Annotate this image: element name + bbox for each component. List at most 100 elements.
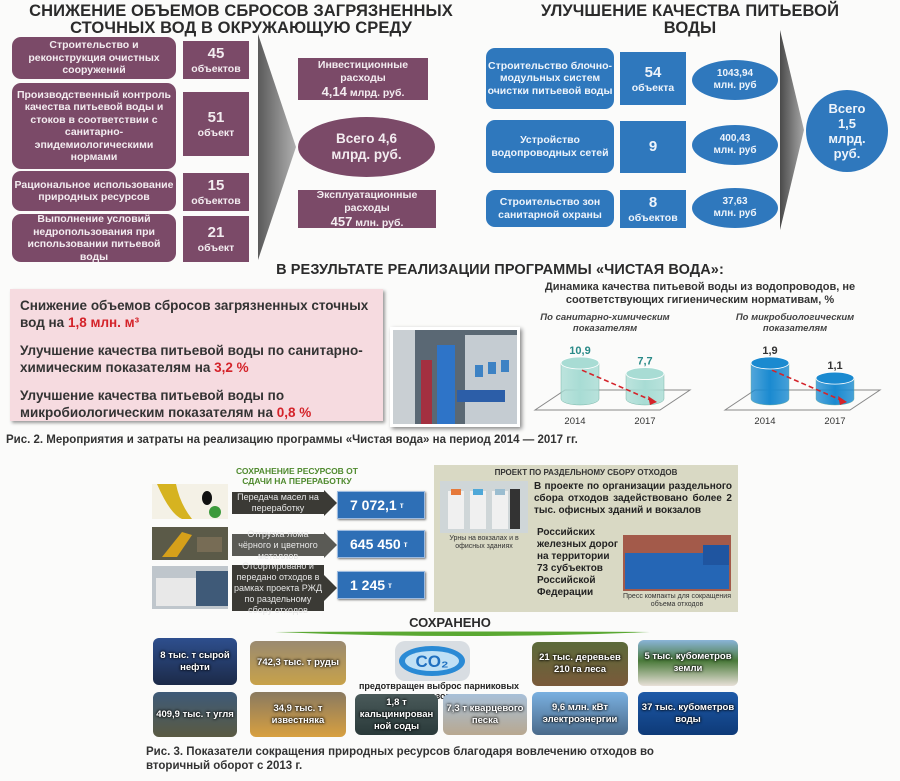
savings-arrow: Отгрузка лома чёрного и цветного металло…: [232, 529, 337, 561]
result-item: Улучшение качества питьевой воды по сани…: [20, 342, 373, 376]
total-line: руб.: [833, 146, 861, 161]
chart-floor: [533, 389, 692, 411]
result-value: 0,8 %: [276, 405, 312, 420]
waste-container-photo: [152, 566, 228, 609]
co2-text: предотвращен выброс парниковых газов: [358, 681, 520, 701]
chart-title: Динамика качества питьевой воды из водоп…: [544, 281, 856, 306]
saved-tile: 37 тыс. кубометров воды: [638, 692, 738, 735]
cost-value: 1043,94: [716, 68, 754, 79]
scrap-metal-photo: [152, 527, 228, 560]
unit: т: [388, 580, 392, 590]
trend-arrow-head-icon: [838, 396, 847, 405]
investment-unit: млрд. руб.: [349, 86, 405, 99]
chart-subtitle: По микробиологическим показателям: [735, 312, 855, 334]
trend-arrow: [771, 369, 844, 402]
chart-cylinder: [625, 373, 665, 406]
result-text: Улучшение качества питьевой воды по сани…: [20, 343, 363, 375]
saved-tile: 5 тыс. кубометров земли: [638, 640, 738, 686]
savings-title: СОХРАНЕНИЕ РЕСУРСОВ ОТ СДАЧИ НА ПЕРЕРАБО…: [236, 466, 358, 486]
wastewater-item-label: Выполнение условий недропользования при …: [12, 213, 176, 263]
trend-arrow: [581, 369, 654, 402]
count-unit: объектов: [628, 212, 678, 224]
green-divider-icon: [275, 631, 650, 636]
water-quality-title: УЛУЧШЕНИЕ КАЧЕСТВА ПИТЬЕВОЙ ВОДЫ: [540, 2, 840, 37]
total-line: 1,5: [837, 116, 857, 131]
results-title: В РЕЗУЛЬТАТЕ РЕАЛИЗАЦИИ ПРОГРАММЫ «ЧИСТА…: [276, 262, 724, 278]
figure-3-caption: Рис. 3. Показатели сокращения природных …: [146, 746, 654, 772]
arrow-head-icon: [324, 490, 337, 516]
chart-category-label: 2017: [634, 416, 655, 427]
flow-arrow-icon: [780, 30, 804, 230]
saved-tile: 21 тыс. деревьев 210 га леса: [532, 642, 628, 686]
recycling-bins-photo: [440, 481, 528, 533]
total-line: млрд.: [828, 131, 866, 146]
operating-label: Эксплуатационные расходы: [316, 188, 418, 214]
bins-caption: Урны на вокзалах и в офисных зданиях: [449, 535, 519, 550]
saved-tile: 34,9 тыс. т известняка: [250, 692, 346, 737]
press-compactor-photo: [623, 535, 731, 591]
wastewater-item-label: Производственный контроль качества питье…: [12, 83, 176, 169]
count-unit: объект: [197, 127, 235, 139]
total-water-circle: Всего 1,5 млрд. руб.: [806, 90, 888, 172]
count-value: 8: [648, 194, 658, 211]
investment-label: Инвестиционные расходы: [317, 58, 409, 84]
cost-unit: млн. руб: [713, 145, 757, 156]
chart-cylinder-top: [560, 356, 600, 370]
saved-title: СОХРАНЕНО: [409, 615, 491, 630]
value: 1 245: [350, 577, 386, 593]
wastewater-title: СНИЖЕНИЕ ОБЪЕМОВ СБРОСОВ ЗАГРЯЗНЕННЫХ СТ…: [29, 2, 453, 37]
press-caption: Пресс компакты для сокращения объема отх…: [623, 593, 731, 608]
water-item-label: Строительство зон санитарной охраны: [486, 190, 614, 227]
chart-value-label: 1,9: [762, 345, 777, 357]
wastewater-item-label: Строительство и реконструкция очистных с…: [12, 37, 176, 79]
operating-expenses: Эксплуатационные расходы 457 млн. руб.: [298, 188, 436, 229]
result-value: 1,8 млн. м³: [67, 315, 140, 330]
count-value: 15: [207, 177, 225, 194]
chart-category-label: 2014: [564, 416, 585, 427]
oil-photo: [152, 484, 228, 519]
count-unit: объект: [197, 242, 235, 254]
savings-arrow: Передача масел на переработку: [232, 490, 337, 516]
chart-value-label: 1,1: [827, 360, 842, 372]
investment-value: 4,14: [321, 83, 347, 99]
total-line: Всего: [828, 101, 866, 116]
count-unit: объектов: [191, 63, 241, 75]
project-text: Российских железных дорог на территории …: [537, 527, 619, 598]
cost-value: 37,63: [722, 196, 748, 207]
saved-tile: 1,8 т кальцинирован ной соды: [355, 694, 438, 735]
result-item: Снижение объемов сбросов загрязненных ст…: [20, 297, 373, 331]
savings-arrow: Отсортировано и передано отходов в рамка…: [232, 560, 337, 615]
chart-value-label: 7,7: [637, 356, 652, 368]
water-item-label: Устройство водопроводных сетей: [486, 120, 614, 173]
project-title: ПРОЕКТ ПО РАЗДЕЛЬНОМУ СБОРУ ОТХОДОВ: [494, 468, 678, 477]
co2-icon: CO₂: [395, 641, 470, 681]
chart-cylinder: [815, 377, 855, 406]
chart-cylinder-top: [625, 367, 665, 380]
result-item: Улучшение качества питьевой воды по микр…: [20, 387, 373, 421]
arrow-head-icon: [324, 532, 337, 558]
result-value: 3,2 %: [214, 360, 249, 375]
co2-label: CO₂: [415, 652, 448, 671]
saved-tile: 409,9 тыс. т угля: [153, 692, 237, 737]
chart-category-label: 2017: [824, 416, 845, 427]
savings-label: Отсортировано и передано отходов в рамка…: [232, 560, 324, 615]
saved-tile: 8 тыс. т сырой нефти: [153, 638, 237, 685]
count-value: 45: [207, 45, 225, 62]
results-panel: Снижение объемов сбросов загрязненных ст…: [10, 289, 383, 421]
savings-label: Передача масел на переработку: [232, 492, 324, 514]
chart-subtitle: По санитарно-химическим показателям: [540, 312, 670, 334]
result-text: Снижение объемов сбросов загрязненных ст…: [20, 298, 369, 330]
total-expenses-ellipse: Всего 4,6 млрд. руб.: [298, 117, 435, 177]
savings-label: Отгрузка лома чёрного и цветного металло…: [232, 529, 324, 561]
unit: т: [399, 500, 404, 510]
count-unit: объекта: [631, 81, 675, 94]
